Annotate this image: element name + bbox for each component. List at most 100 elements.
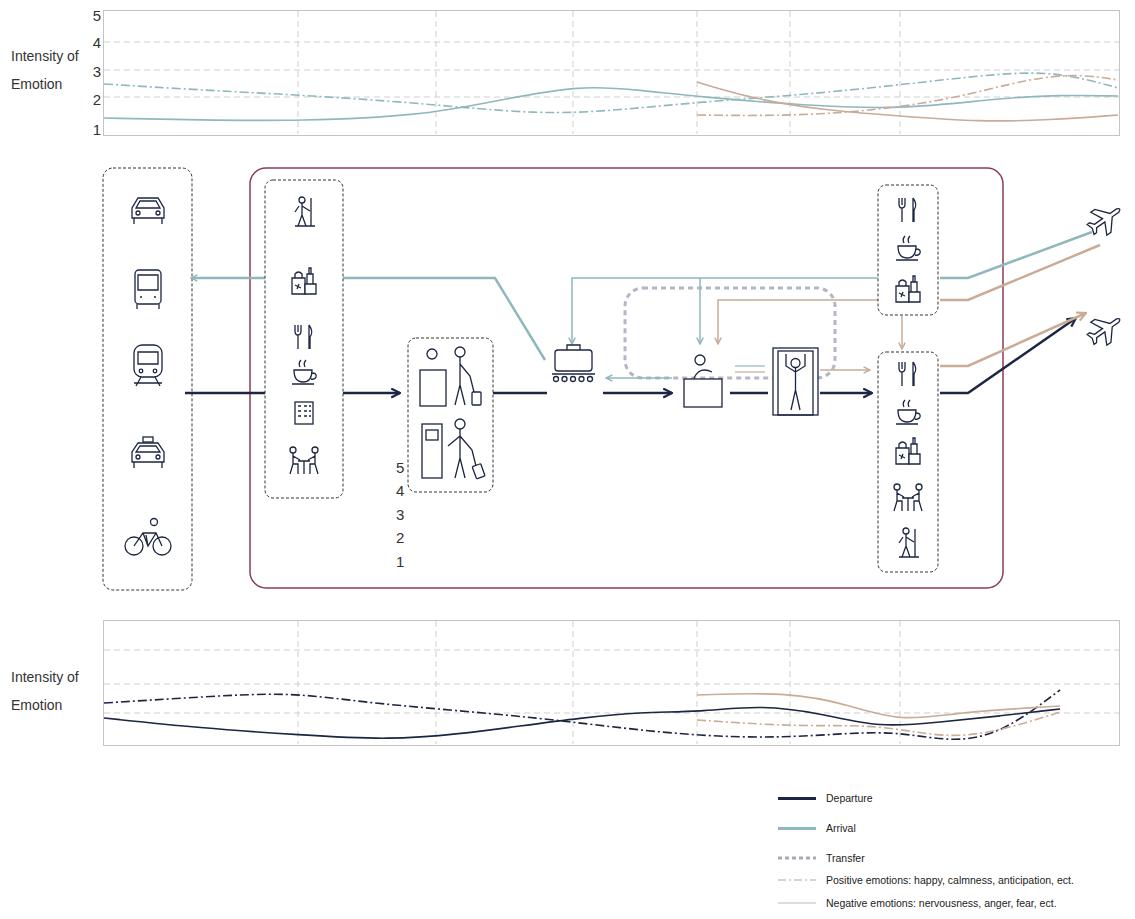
baggage-icon xyxy=(554,377,559,382)
airside-departure-box xyxy=(878,352,938,572)
transport-icons xyxy=(136,211,140,215)
emotion-curve xyxy=(104,690,1060,739)
service-icons xyxy=(295,402,313,424)
transfer-flow xyxy=(735,371,765,372)
transport-icons xyxy=(132,198,164,224)
security-desk xyxy=(684,379,722,407)
axis-number: 5 xyxy=(93,7,101,25)
emotion-curve xyxy=(104,88,1118,121)
checkin-icons xyxy=(472,392,481,405)
checkin-icons xyxy=(427,349,437,359)
transport-icons xyxy=(151,519,158,526)
emotion-curve xyxy=(697,712,1060,735)
baggage-icon xyxy=(562,377,567,382)
legend-sample xyxy=(778,895,818,911)
baggage-icon xyxy=(579,377,584,382)
transfer-flow xyxy=(901,316,903,349)
departure-flow xyxy=(603,392,672,395)
baggage-icon xyxy=(552,345,595,382)
service-icons xyxy=(295,197,315,226)
departure-flow xyxy=(820,392,872,395)
checkin-box xyxy=(408,338,493,492)
baggage-icon xyxy=(588,377,593,382)
axis-number: 2 xyxy=(396,529,404,547)
axis-number: 4 xyxy=(396,482,404,500)
emotion-curve xyxy=(104,73,1118,112)
transport-icons xyxy=(134,352,162,386)
checkin-icons xyxy=(420,370,446,406)
emotion-curve xyxy=(697,694,1060,718)
airside-departure-icons xyxy=(896,400,920,424)
airport-boundary xyxy=(250,168,1003,588)
airside-arrival-icons xyxy=(899,198,916,222)
body-scanner xyxy=(778,351,813,415)
legend-swatch xyxy=(778,797,816,800)
plane-icons xyxy=(1083,198,1128,351)
legend-text: Transfer xyxy=(826,850,865,866)
legend-line xyxy=(778,879,816,880)
chart-grid xyxy=(298,11,900,134)
emotion-curve xyxy=(697,76,1118,116)
chart-grid xyxy=(104,11,1119,744)
airside-departure-icons xyxy=(899,362,916,386)
transport-icons xyxy=(143,437,153,442)
security-desk xyxy=(684,355,722,407)
transfer-flow xyxy=(940,245,1100,300)
arrival-flow xyxy=(940,232,1092,278)
service-icons xyxy=(292,360,316,384)
axis-number: 3 xyxy=(93,63,101,81)
service-icons xyxy=(292,268,316,294)
arrival-flow xyxy=(572,278,878,344)
legend-text: Negative emotions: nervousness, anger, f… xyxy=(826,895,1057,911)
axis-number: 4 xyxy=(93,34,101,52)
arrival-flow xyxy=(606,377,672,379)
transport-icons xyxy=(153,369,157,373)
transport-icons xyxy=(139,369,143,373)
checkin-icons xyxy=(448,429,476,478)
axis-title: Intensity of Emotion xyxy=(11,42,83,98)
security-desk xyxy=(695,355,705,365)
body-scanner xyxy=(786,354,805,410)
service-icons xyxy=(290,447,318,474)
departure-flow xyxy=(940,318,1076,393)
transfer-flow xyxy=(820,369,870,371)
departure-flow xyxy=(493,392,547,395)
service-icons xyxy=(295,325,312,349)
checkin-icons xyxy=(472,464,485,479)
legend-text: Departure xyxy=(826,790,873,806)
baggage-icon xyxy=(567,345,580,350)
legend-text: Arrival xyxy=(826,820,856,836)
baggage-icon xyxy=(571,377,576,382)
checkin-icons xyxy=(420,347,485,479)
legend-sample xyxy=(778,850,818,866)
departure-flow xyxy=(730,392,768,395)
chart-grid xyxy=(104,650,1119,713)
axis-number: 1 xyxy=(396,553,404,571)
checkin-icons xyxy=(426,430,438,440)
arrival-flow xyxy=(699,278,701,344)
plane-icons xyxy=(1083,308,1128,351)
transfer-flow xyxy=(940,313,1086,366)
transport-icons xyxy=(156,211,160,215)
security-desk xyxy=(694,370,712,378)
axis-title: Intensity of Emotion xyxy=(11,663,83,719)
checkin-icons xyxy=(455,357,474,405)
airside-arrival-icons xyxy=(896,236,920,260)
chart-panel: Intensity of Emotion xyxy=(103,10,1120,136)
checkin-icons xyxy=(455,347,465,357)
legend-line xyxy=(778,857,816,860)
axis-number: 1 xyxy=(93,121,101,139)
arrival-flow xyxy=(735,365,765,366)
legend-sample xyxy=(778,872,818,888)
body-scanner xyxy=(791,359,800,368)
body-scanner xyxy=(773,348,818,415)
legend-line xyxy=(778,902,816,903)
checkin-icons xyxy=(455,419,465,429)
service-icons xyxy=(290,197,318,474)
plane-icons xyxy=(1083,198,1128,241)
transport-icons xyxy=(134,533,162,546)
chart-panel: Intensity of Emotion xyxy=(103,620,1120,746)
transport-icons xyxy=(136,455,140,459)
